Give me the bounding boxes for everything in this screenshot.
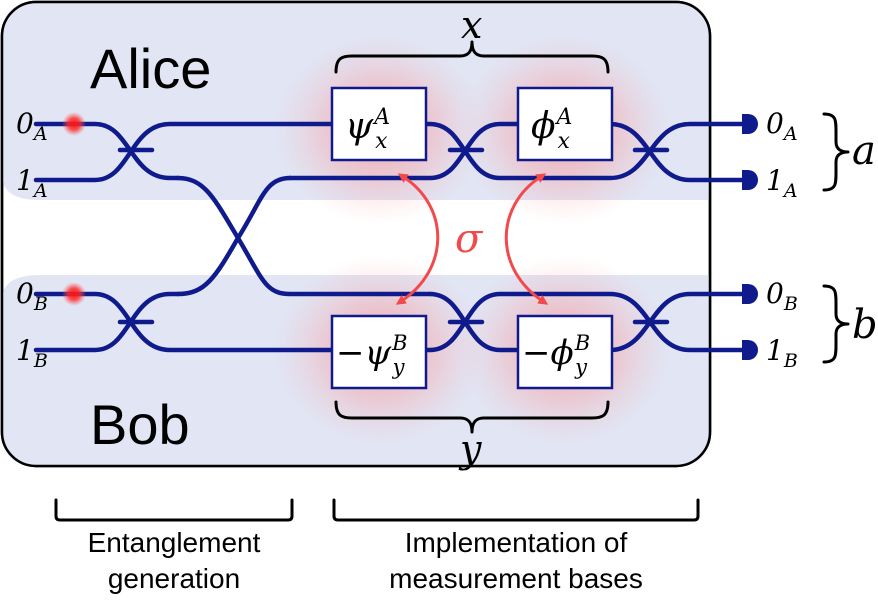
detector-a0	[742, 114, 758, 134]
setting-var-y: y	[458, 427, 482, 471]
detector-a1	[742, 170, 758, 190]
phase-box-psi-a	[330, 86, 428, 162]
sigma-label: σ	[455, 216, 484, 262]
brace-x	[334, 40, 610, 74]
output-var-a: a	[852, 128, 876, 174]
bob-label: Bob	[90, 393, 190, 456]
input-label-a1: 1A	[16, 164, 48, 202]
bracket-measurement	[332, 498, 700, 522]
bracket-entanglement	[54, 498, 294, 522]
output-label-a0: 0A	[766, 107, 798, 145]
setting-var-x: x	[461, 3, 482, 47]
outer-frame-border	[0, 0, 712, 468]
output-label-b0: 0B	[766, 277, 798, 315]
brace-a	[822, 112, 850, 192]
sigma-arrow-right	[504, 173, 549, 305]
output-var-b: b	[852, 302, 878, 348]
phase-box-phi-a	[516, 86, 614, 162]
section-entanglement-line2: generation	[108, 563, 240, 594]
input-label-b1: 1B	[16, 334, 48, 372]
source-bob	[62, 282, 86, 306]
phase-box-phi-b	[516, 314, 614, 390]
detector-b1	[742, 340, 758, 360]
detectors	[742, 114, 758, 360]
output-label-b1: 1B	[766, 334, 798, 372]
output-label-a1: 1A	[766, 164, 798, 202]
source-alice	[62, 112, 86, 136]
couplers	[117, 147, 670, 325]
brace-y	[334, 400, 610, 434]
sigma-arrow-left	[395, 173, 440, 305]
phase-box-psi-b	[330, 314, 428, 390]
section-measurement-line1: Implementation of	[405, 527, 628, 558]
alice-label: Alice	[90, 37, 211, 100]
detector-b0	[742, 284, 758, 304]
input-label-a0: 0A	[16, 107, 48, 145]
wire-cross-up	[175, 175, 293, 297]
section-measurement-line2: measurement bases	[389, 563, 643, 594]
section-entanglement-line1: Entanglement	[88, 527, 261, 558]
input-label-b0: 0B	[16, 277, 48, 315]
brace-b	[822, 284, 850, 364]
